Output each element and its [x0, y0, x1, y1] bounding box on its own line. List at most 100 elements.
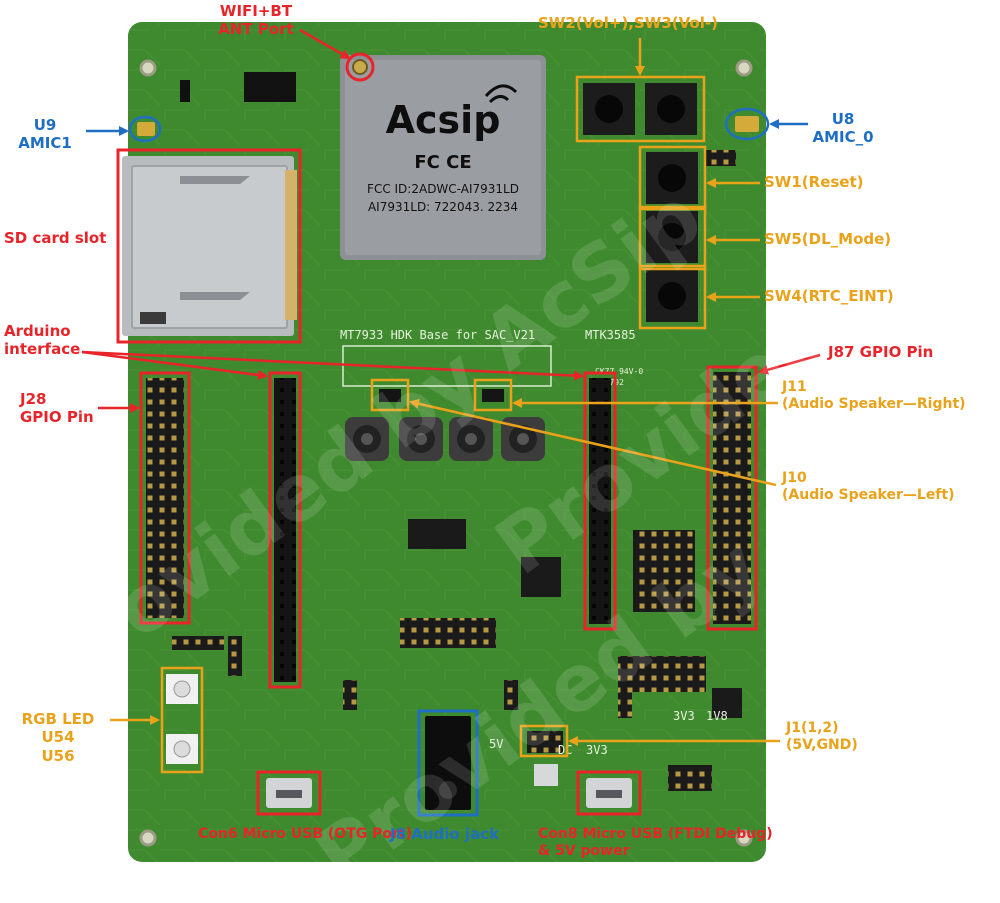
label-u9: U9 AMIC1: [2, 116, 88, 153]
audio-jack-j8: [425, 716, 471, 810]
label-rgb-line2: U54: [41, 728, 75, 747]
highlight-sw5: [638, 205, 707, 271]
inductors: [345, 417, 545, 461]
label-rgb-line3: U56: [41, 746, 75, 765]
label-sw23: SW2(Vol+),SW3(Vol-): [538, 14, 718, 32]
jumper-j11: [482, 389, 504, 402]
label-j28-line2: GPIO Pin: [20, 408, 94, 427]
highlight-j11: [473, 378, 513, 412]
highlight-sw23: [575, 75, 706, 143]
label-j8: J8 Audio jack: [390, 825, 500, 843]
jumper-block: [633, 530, 695, 612]
rail-5v: 5V: [489, 737, 503, 751]
label-sw1: SW1(Reset): [764, 173, 864, 191]
label-con8-line1: Con8 Micro USB (FTDI Debug): [538, 826, 773, 842]
arduino-socket-right: [589, 378, 611, 624]
jumper-vertical-left: [228, 636, 242, 676]
label-j11: J11 (Audio Speaker—Right): [782, 379, 966, 413]
label-wifi-antenna: WIFI+BT ANT Port: [196, 2, 316, 39]
label-wifi-line2: ANT Port: [218, 20, 294, 39]
label-j10-line1: J10: [782, 470, 807, 486]
button-sw4: [646, 270, 698, 322]
header-bottom-left: [172, 636, 224, 650]
highlight-arduino-left: [268, 371, 302, 689]
button-sw1: [646, 152, 698, 204]
label-con8: Con8 Micro USB (FTDI Debug) & 5V power: [538, 826, 773, 860]
rail-dc: DC: [558, 743, 572, 757]
highlight-sw1: [638, 145, 707, 211]
highlight-con8: [576, 770, 642, 816]
button-sw2: [583, 83, 635, 135]
module-fcc-id: FCC ID:2ADWC-AI7931LD: [367, 182, 519, 196]
label-rgb-line1: RGB LED: [21, 710, 95, 728]
label-j1-line2: (5V,GND): [786, 737, 858, 754]
highlight-antenna: [345, 52, 375, 82]
highlight-j87: [706, 365, 758, 631]
header-power-select: [618, 656, 706, 692]
label-j11-line2: (Audio Speaker—Right): [782, 396, 966, 413]
highlight-con6: [256, 770, 322, 816]
arrow-arduino-left: [81, 350, 268, 380]
highlight-sd: [116, 148, 302, 344]
callout-arrows: [81, 28, 821, 746]
board-silkscreen-code: MTK3585: [585, 328, 636, 342]
label-u8-line1: U8: [831, 110, 855, 128]
usb-bridge-ic: [521, 557, 561, 597]
acsip-logo-icon: [484, 84, 518, 104]
label-sw4: SW4(RTC_EINT): [764, 287, 894, 305]
label-arduino-line2: interface: [4, 340, 81, 359]
label-sd: SD card slot: [4, 229, 107, 247]
silk-window: [342, 345, 552, 387]
label-rgb: RGB LED U54 U56: [6, 710, 110, 765]
jumper-j1: [527, 731, 563, 753]
jumper-power-extra: [618, 692, 632, 718]
highlight-j1: [519, 724, 569, 758]
rail-3v3-b: 3V3: [673, 709, 695, 723]
highlight-j28: [139, 371, 191, 625]
antenna-connector: [352, 59, 368, 75]
label-j10-line2: (Audio Speaker—Left): [782, 487, 955, 504]
mic-u8: [735, 116, 759, 132]
board-silk-small-1: CK77 94V-0: [595, 367, 643, 376]
label-j28-line1: J28: [20, 390, 47, 408]
header-bottom-right: [668, 765, 712, 791]
header-j87: [713, 372, 751, 624]
jumper-small: [180, 80, 190, 102]
button-sw3: [645, 83, 697, 135]
regulator-ic: [712, 688, 742, 718]
audio-ic: [408, 519, 466, 549]
sd-card-slot: [122, 156, 297, 336]
label-u8: U8 AMIC_0: [800, 110, 886, 147]
label-j87: J87 GPIO Pin: [828, 343, 934, 361]
label-arduino-line1: Arduino: [4, 322, 71, 340]
highlight-rgb: [160, 666, 204, 774]
mic-u9: [137, 122, 155, 136]
power-switch: [534, 764, 558, 786]
label-j11-line1: J11: [782, 379, 807, 395]
board-silkscreen: MT7933 HDK Base for SAC_V21: [340, 328, 535, 342]
flash-chip: [244, 72, 296, 102]
label-j28: J28 GPIO Pin: [20, 390, 94, 427]
header-bottom-mid: [400, 618, 496, 648]
highlight-sw4: [638, 264, 707, 330]
arrow-j10: [409, 398, 777, 487]
highlight-j10: [370, 378, 410, 412]
label-con6: Con6 Micro USB (OTG Port): [198, 826, 412, 842]
header-small-right: [706, 150, 736, 166]
label-j10: J10 (Audio Speaker—Left): [782, 470, 955, 504]
jumper-vertical-mid: [343, 680, 357, 710]
arrow-j87: [758, 353, 821, 375]
label-wifi-line1: WIFI+BT: [219, 2, 293, 20]
label-j1-line1: J1(1,2): [786, 720, 839, 736]
jumper-j10: [379, 389, 401, 402]
label-arduino: Arduino interface: [4, 322, 80, 359]
module-logo: Acsip: [386, 98, 501, 142]
highlight-j8: [417, 709, 479, 817]
diagram: Acsip FC CE FCC ID:2ADWC-AI7931LD AI7931…: [2, 2, 966, 862]
label-u9-line2: AMIC1: [18, 134, 72, 153]
label-con8-line2: & 5V power: [538, 843, 630, 860]
wifi-bt-module: Acsip FC CE FCC ID:2ADWC-AI7931LD AI7931…: [340, 55, 546, 260]
arrow-antenna: [299, 28, 351, 60]
highlight-u8: [724, 107, 770, 141]
arduino-socket-left: [274, 378, 296, 682]
